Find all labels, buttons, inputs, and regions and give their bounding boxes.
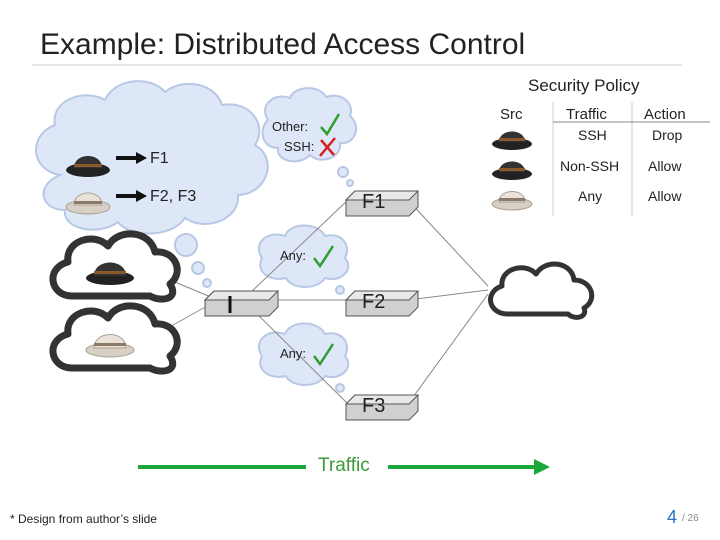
slide-title: Example: Distributed Access Control bbox=[40, 28, 526, 61]
title-divider bbox=[32, 64, 682, 66]
switch-f3-label: F3 bbox=[362, 395, 386, 417]
f23-arrow-icon bbox=[116, 190, 147, 202]
white-hat-icon bbox=[65, 192, 111, 215]
thought-f23-label: F2, F3 bbox=[150, 188, 197, 205]
policy-header-action: Action bbox=[644, 106, 686, 123]
f1-arrow-icon bbox=[116, 152, 147, 164]
host-cloud-white bbox=[49, 302, 181, 375]
f2-check-cloud bbox=[257, 224, 350, 295]
policy-header-src: Src bbox=[500, 106, 523, 123]
black-hat-icon bbox=[66, 156, 110, 177]
black-hat-icon bbox=[86, 262, 134, 285]
policy-row-traffic: SSH bbox=[578, 127, 607, 143]
black-hat-icon bbox=[492, 161, 532, 180]
traffic-arrow bbox=[138, 459, 550, 475]
page-number: 4 bbox=[667, 507, 678, 527]
policy-title: Security Policy bbox=[528, 76, 640, 95]
policy-row-traffic: Non-SSH bbox=[560, 158, 620, 174]
switch-ingress[interactable] bbox=[203, 290, 280, 317]
switch-f1-label: F1 bbox=[362, 191, 386, 213]
policy-row-action: Allow bbox=[648, 158, 682, 174]
black-hat-icon bbox=[492, 131, 532, 150]
white-hat-icon bbox=[85, 334, 135, 358]
f1-check-cloud bbox=[261, 87, 358, 187]
switch-f1[interactable] bbox=[344, 190, 420, 217]
switch-f3[interactable] bbox=[344, 394, 420, 421]
policy-row-action: Drop bbox=[652, 127, 683, 143]
f1-other-label: Other: bbox=[272, 119, 309, 134]
page-total: / 26 bbox=[682, 513, 699, 524]
policy-row-traffic: Any bbox=[578, 188, 603, 204]
footnote: * Design from author’s slide bbox=[10, 512, 157, 526]
policy-header-traffic: Traffic bbox=[566, 106, 607, 123]
destination-cloud bbox=[488, 261, 595, 320]
f3-any-label: Any: bbox=[280, 346, 307, 361]
switch-f2[interactable] bbox=[344, 290, 420, 317]
check-icon bbox=[313, 245, 335, 269]
policy-row-action: Allow bbox=[648, 188, 682, 204]
check-icon bbox=[313, 343, 335, 367]
white-hat-icon bbox=[491, 191, 533, 211]
traffic-label: Traffic bbox=[318, 455, 370, 476]
f2-any-label: Any: bbox=[280, 248, 307, 263]
cross-icon bbox=[319, 137, 336, 157]
f1-ssh-label: SSH: bbox=[284, 139, 315, 154]
thought-f1-label: F1 bbox=[150, 150, 169, 167]
check-icon bbox=[320, 113, 341, 137]
f3-check-cloud bbox=[257, 322, 350, 393]
switch-f2-label: F2 bbox=[362, 291, 386, 313]
host-cloud-black bbox=[49, 230, 181, 303]
